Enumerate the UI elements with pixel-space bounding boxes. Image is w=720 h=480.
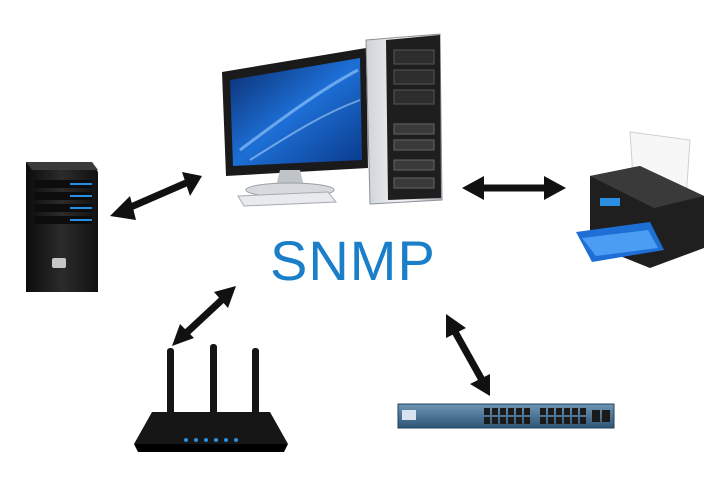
server-tower-icon xyxy=(26,162,98,292)
arrow-router-center xyxy=(172,286,236,346)
center-label: SNMP xyxy=(270,229,436,292)
arrow-switch-center xyxy=(446,314,490,396)
wifi-router-icon xyxy=(134,344,288,452)
arrow-computer-printer xyxy=(462,176,566,200)
desktop-computer-icon xyxy=(222,33,443,207)
printer-icon xyxy=(576,131,704,268)
arrow-server-computer xyxy=(110,172,202,220)
network-switch-icon xyxy=(397,403,615,429)
